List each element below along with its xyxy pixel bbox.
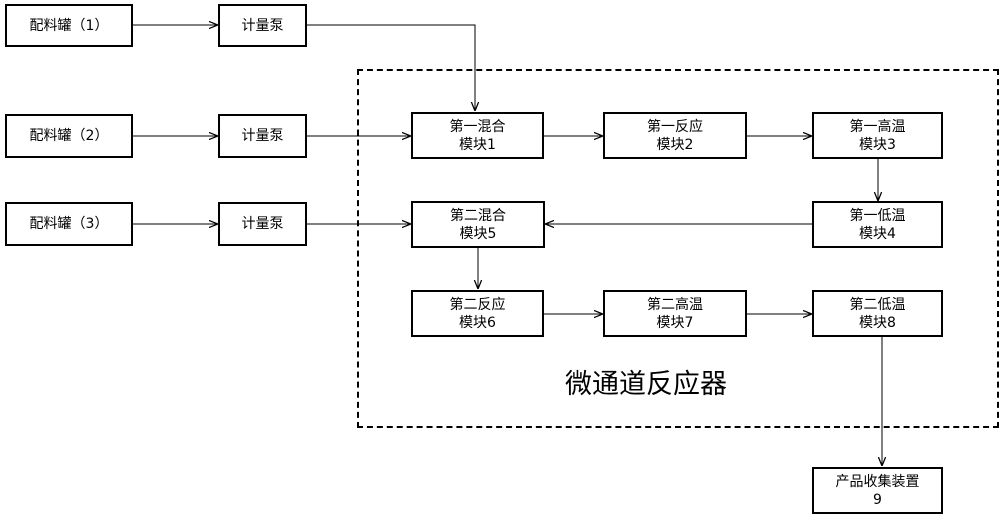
module-3-line1: 第一高温 (849, 118, 906, 135)
tank-1-label: 配料罐（1） (29, 17, 109, 34)
pump-1: 计量泵 (218, 4, 307, 47)
product-collector: 产品收集装置 9 (812, 467, 943, 514)
module-8-line1: 第二低温 (849, 296, 906, 313)
module-1-line1: 第一混合 (449, 118, 506, 135)
module-1: 第一混合 模块1 (411, 112, 544, 159)
module-1-line2: 模块1 (459, 136, 496, 153)
reactor-label: 微通道反应器 (565, 369, 727, 400)
module-4-line2: 模块4 (859, 225, 896, 242)
arrow-pump1-module1 (306, 24, 475, 111)
module-5-line2: 模块5 (459, 225, 497, 242)
tank-3: 配料罐（3） (5, 202, 133, 246)
pump-2: 计量泵 (218, 114, 307, 158)
microchannel-reactor-boundary (357, 69, 999, 428)
module-5-line1: 第二混合 (450, 207, 506, 224)
module-2-line2: 模块2 (656, 136, 694, 153)
module-7: 第二高温 模块7 (603, 290, 747, 337)
module-6-line1: 第二反应 (449, 296, 506, 313)
module-4: 第一低温 模块4 (812, 201, 943, 248)
module-6-line2: 模块6 (459, 314, 496, 331)
module-5: 第二混合 模块5 (411, 201, 545, 248)
collector-line1: 产品收集装置 (835, 473, 920, 490)
tank-2-label: 配料罐（2） (29, 128, 109, 144)
module-4-line1: 第一低温 (849, 207, 906, 224)
module-3: 第一高温 模块3 (812, 112, 943, 159)
module-8: 第二低温 模块8 (812, 290, 943, 337)
module-6: 第二反应 模块6 (411, 290, 544, 337)
module-2-line1: 第一反应 (647, 118, 703, 135)
pump-2-label: 计量泵 (241, 128, 284, 144)
pump-1-label: 计量泵 (241, 17, 284, 34)
pump-3-label: 计量泵 (241, 216, 284, 232)
tank-2: 配料罐（2） (5, 114, 133, 158)
tank-3-label: 配料罐（3） (29, 216, 109, 232)
tank-1: 配料罐（1） (5, 4, 133, 47)
module-8-line2: 模块8 (859, 314, 896, 331)
pump-3: 计量泵 (218, 202, 307, 246)
module-2: 第一反应 模块2 (603, 112, 747, 159)
module-3-line2: 模块3 (859, 136, 896, 153)
module-7-line1: 第二高温 (647, 296, 703, 313)
module-7-line2: 模块7 (656, 314, 694, 331)
collector-line2: 9 (873, 491, 882, 508)
